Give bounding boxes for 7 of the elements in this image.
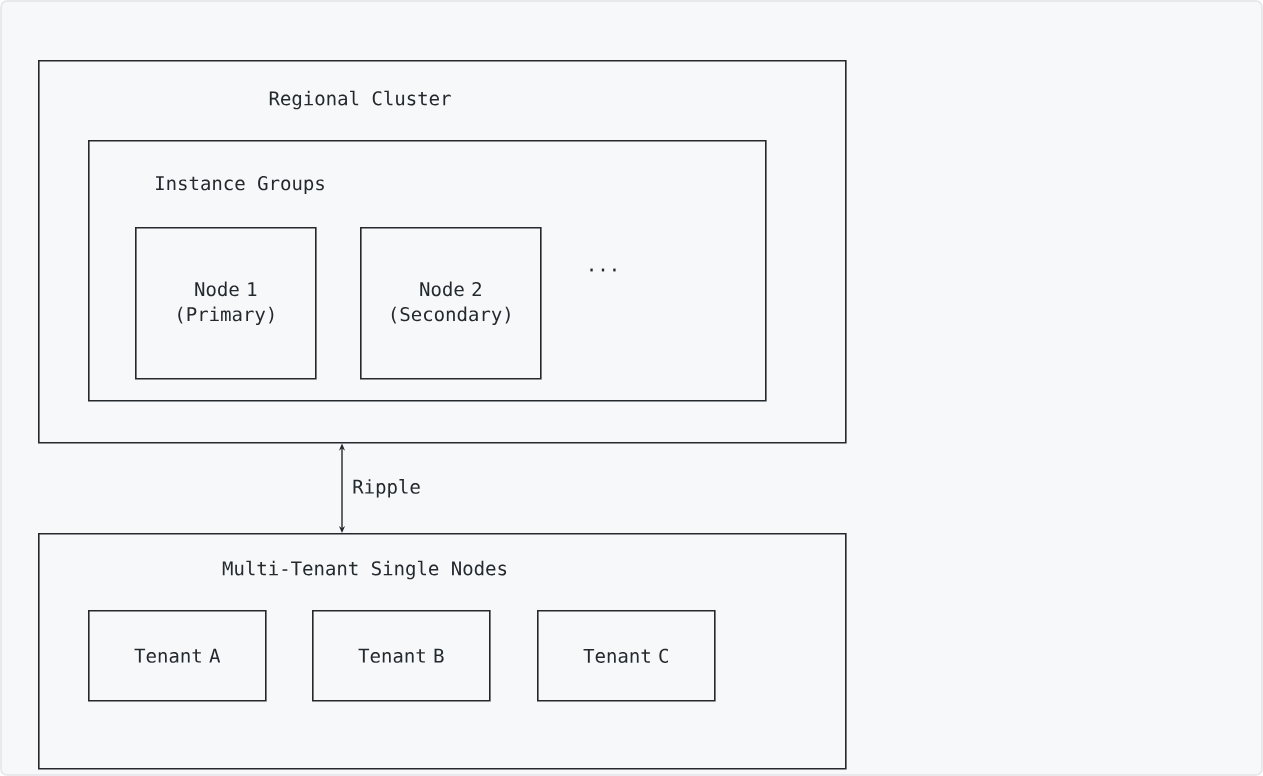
node-box: Node 2 (Secondary): [360, 227, 542, 380]
node-box: Tenant C: [537, 610, 716, 702]
edge-label: Ripple: [350, 477, 423, 500]
ellipsis-text: ...: [590, 268, 616, 272]
node-box: Node 1 (Primary): [135, 227, 317, 380]
node-box: Tenant B: [312, 610, 491, 702]
node-box: Tenant A: [88, 610, 267, 702]
